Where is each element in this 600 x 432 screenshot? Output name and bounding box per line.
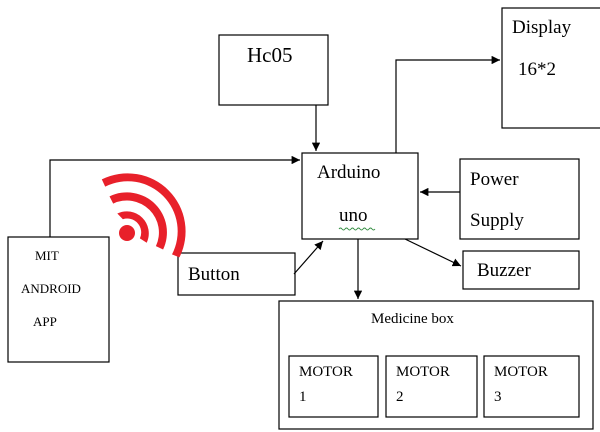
buzzer-block: Buzzer [462, 250, 580, 290]
arduino-uno-block: Arduino uno [301, 152, 419, 240]
display-block: Display 16*2 [501, 7, 600, 129]
power-label: Power [470, 169, 519, 190]
buzzer-label: Buzzer [477, 260, 531, 281]
motor-1-label: MOTOR [299, 364, 353, 380]
arrow-arduino-to-display [395, 55, 500, 153]
arrow-app-to-arduino [49, 155, 300, 237]
medicine-box-label: Medicine box [371, 311, 454, 327]
motor-3-number: 3 [494, 389, 502, 405]
wireless-signal-icon [101, 173, 186, 258]
arduino-label: Arduino [317, 162, 380, 183]
arrow-button-to-arduino [293, 240, 324, 275]
button-label: Button [188, 264, 240, 285]
medicine-box: Medicine box MOTOR 1 MOTOR 2 MOTOR 3 [278, 300, 594, 430]
motor-1-block: MOTOR 1 [288, 355, 379, 418]
motor-1-number: 1 [299, 389, 307, 405]
motor-3-label: MOTOR [494, 364, 548, 380]
uno-label: uno [339, 205, 368, 226]
app-label-app: APP [33, 314, 57, 329]
motor-2-block: MOTOR 2 [385, 355, 478, 418]
hc05-block: Hc05 [218, 34, 329, 106]
arrow-arduino-to-buzzer [404, 238, 462, 267]
spellcheck-underline [338, 227, 376, 231]
app-label-android: ANDROID [21, 281, 81, 296]
motor-2-label: MOTOR [396, 364, 450, 380]
wireless-signal-arc-1 [117, 211, 149, 243]
wireless-signal-arc-2 [109, 192, 167, 250]
supply-label: Supply [470, 210, 524, 231]
wireless-signal-dot [119, 225, 135, 241]
display-size-label: 16*2 [518, 59, 556, 80]
mit-android-app-block: MIT ANDROID APP [7, 236, 110, 363]
motor-2-number: 2 [396, 389, 404, 405]
app-label-mit: MIT [35, 248, 59, 263]
wireless-signal-arc-3 [101, 173, 186, 258]
power-supply-block: Power Supply [459, 158, 580, 240]
button-block: Button [177, 252, 296, 296]
display-label: Display [512, 17, 572, 38]
hc05-label: Hc05 [247, 43, 293, 67]
motor-3-block: MOTOR 3 [483, 355, 580, 418]
